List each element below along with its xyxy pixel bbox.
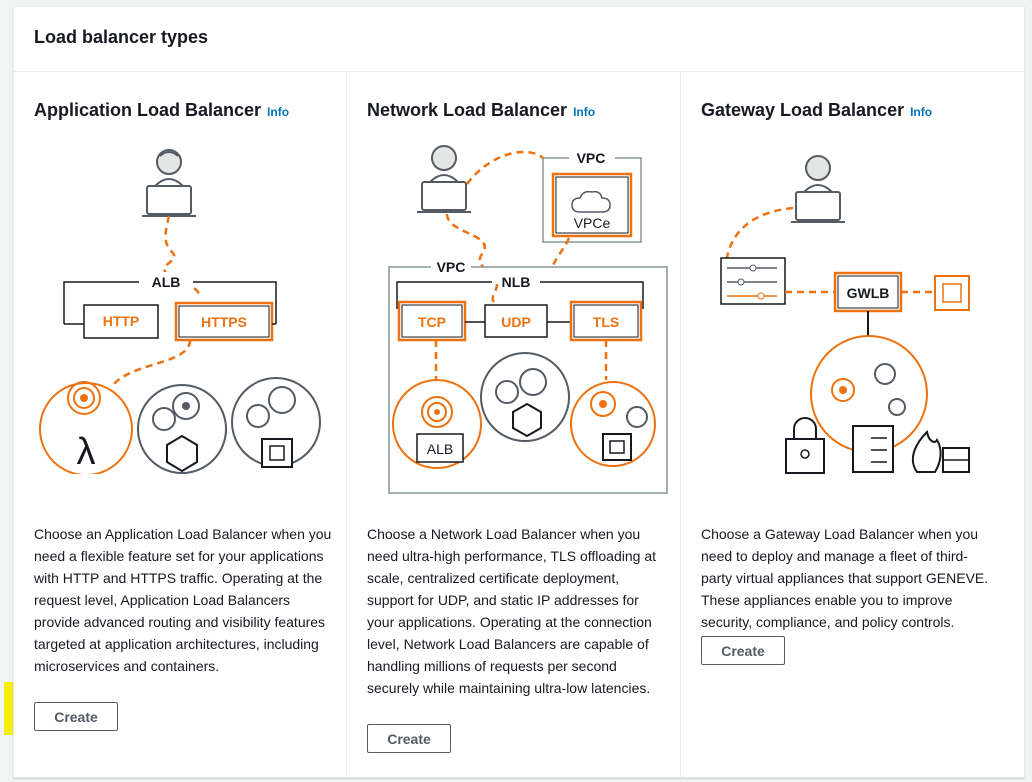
alb-frame: ALB [63, 272, 277, 324]
svg-text:VPC: VPC [577, 150, 606, 166]
svg-text:TCP: TCP [418, 314, 446, 330]
svg-text:TLS: TLS [593, 314, 619, 330]
container-target-icon [137, 384, 227, 474]
panel-title: Load balancer types [34, 27, 209, 47]
tls-box: TLS [569, 300, 643, 342]
svg-text:ALB: ALB [427, 441, 453, 457]
alb-title-text: Application Load Balancer [34, 100, 262, 120]
svg-text:VPC: VPC [437, 259, 466, 275]
container-target-icon [480, 352, 570, 442]
https-box: HTTPS [174, 301, 274, 342]
tcp-box: TCP [397, 300, 467, 342]
udp-box: UDP [484, 304, 548, 338]
user-laptop-icon [791, 155, 845, 223]
alb-target-icon: ALB [392, 379, 482, 469]
nlb-frame: NLB [396, 272, 644, 309]
gwlb-card: Gateway Load Balancer Info [681, 72, 1024, 782]
http-box: HTTP [83, 304, 159, 339]
panel-header: Load balancer types [14, 7, 1024, 72]
nlb-card: Network Load Balancer Info VPC VPCe [347, 72, 681, 782]
nlb-description: Choose a Network Load Balancer when you … [367, 526, 657, 696]
lambda-target-icon: λ [39, 381, 133, 474]
load-balancer-types-panel: Load balancer types Application Load Bal… [13, 6, 1025, 782]
alb-description: Choose an Application Load Balancer when… [34, 526, 332, 674]
alb-title: Application Load Balancer Info [34, 100, 289, 121]
gwlb-info-link[interactable]: Info [910, 105, 933, 119]
chip-icon [934, 275, 970, 311]
nlb-info-link[interactable]: Info [573, 105, 596, 119]
gwlb-description: Choose a Gateway Load Balancer when you … [701, 526, 989, 630]
alb-info-link[interactable]: Info [267, 105, 290, 119]
http-label: HTTP [103, 313, 140, 329]
gwlb-title-text: Gateway Load Balancer [701, 100, 905, 120]
nlb-title: Network Load Balancer Info [367, 100, 595, 121]
nlb-create-button[interactable]: Create [367, 724, 451, 753]
alb-diagram: ALB HTTP HTTPS λ [39, 149, 321, 474]
svg-text:λ: λ [77, 431, 96, 473]
svg-text:NLB: NLB [502, 274, 531, 290]
vpce-frame: VPC VPCe [542, 148, 642, 243]
checklist-icon [852, 425, 894, 473]
user-laptop-icon [142, 149, 196, 217]
lock-icon [785, 417, 825, 474]
alb-create-button[interactable]: Create [34, 702, 118, 731]
instance-target-icon [231, 377, 321, 468]
svg-text:UDP: UDP [501, 314, 531, 330]
gwlb-diagram: GWLB [720, 155, 970, 474]
instance-target-icon [570, 381, 656, 467]
alb-card: Application Load Balancer Info ALB HTTP [14, 72, 347, 782]
gwlb-box: GWLB [833, 271, 903, 313]
svg-text:GWLB: GWLB [847, 285, 890, 301]
user-laptop-icon [417, 145, 471, 213]
nlb-title-text: Network Load Balancer [367, 100, 568, 120]
firewall-rules-icon [720, 257, 786, 305]
gwlb-create-button[interactable]: Create [701, 636, 785, 665]
https-label: HTTPS [201, 314, 247, 330]
svg-text:VPCe: VPCe [574, 215, 611, 231]
gwlb-title: Gateway Load Balancer Info [701, 100, 932, 121]
firewall-icon [911, 429, 970, 473]
alb-label: ALB [152, 274, 181, 290]
nlb-diagram: VPC VPCe VPC NLB [388, 145, 668, 494]
